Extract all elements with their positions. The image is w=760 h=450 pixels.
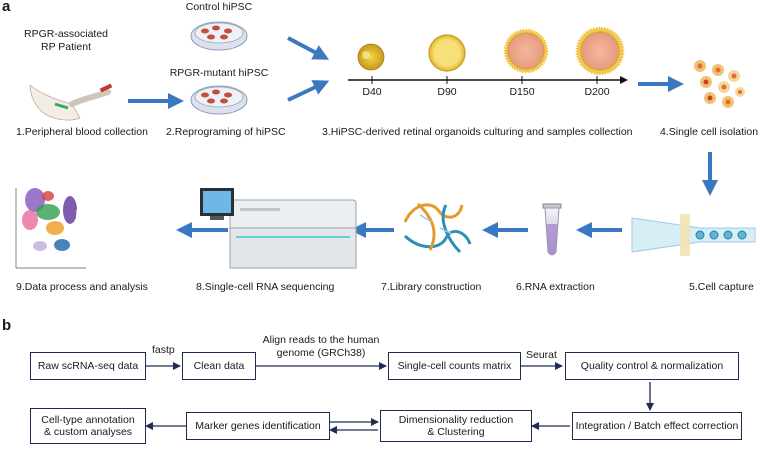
timepoint-d200: D200 <box>584 86 610 98</box>
counts-matrix-box: Single-cell counts matrix <box>388 352 521 380</box>
umap-plot-icon <box>15 188 86 269</box>
arrow-mutant-to-timeline <box>287 80 330 102</box>
single-cells-icon <box>694 60 745 108</box>
step-8-label: 8.Single-cell RNA sequencing <box>196 281 335 293</box>
pipeline-arrows <box>145 362 654 434</box>
organoid-d150-icon <box>503 28 549 74</box>
step-6-label: 6.RNA extraction <box>516 281 595 293</box>
patient-arm-icon <box>29 83 113 121</box>
qc-normalization-box: Quality control & normalization <box>565 352 739 380</box>
organoid-d40-icon <box>357 43 385 71</box>
sequencer-icon <box>200 188 357 269</box>
dna-library-icon <box>403 202 472 254</box>
organoid-d90-icon <box>428 34 466 72</box>
organoid-d200-icon <box>575 26 625 76</box>
step-4-label: 4.Single cell isolation <box>660 126 759 138</box>
step-5-label: 5.Cell capture <box>689 281 754 293</box>
control-hipsc-label: Control hiPSC <box>185 1 253 13</box>
arrow-control-to-timeline <box>287 36 330 60</box>
timepoint-d40: D40 <box>362 86 382 98</box>
annotation-box: Cell-type annotation & custom analyses <box>30 408 146 444</box>
patient-label: RPGR-associated RP Patient <box>23 28 109 53</box>
panel-b-letter: b <box>2 317 12 334</box>
align-label: Align reads to the human genome (GRCh38) <box>262 334 380 359</box>
flow-arrows <box>128 36 718 238</box>
step-9-label: 9.Data process and analysis <box>16 281 148 293</box>
mutant-petri-dish-icon <box>190 85 248 115</box>
timepoint-d150: D150 <box>509 86 535 98</box>
step-7-label: 7.Library construction <box>381 281 482 293</box>
step-2-label: 2.Reprograming of hiPSC <box>166 126 286 138</box>
cell-capture-chip-icon <box>631 214 756 256</box>
clean-data-box: Clean data <box>182 352 256 380</box>
timeline <box>348 76 628 84</box>
seurat-label: Seurat <box>526 349 557 361</box>
raw-scrnaseq-box: Raw scRNA-seq data <box>30 352 146 380</box>
mutant-hipsc-label: RPGR-mutant hiPSC <box>169 67 269 79</box>
panel-a-letter: a <box>2 0 11 15</box>
dimred-clustering-box: Dimensionality reduction & Clustering <box>380 410 532 442</box>
timepoint-d90: D90 <box>437 86 457 98</box>
fastp-label: fastp <box>152 344 175 356</box>
marker-genes-box: Marker genes identification <box>186 412 330 440</box>
integration-box: Integration / Batch effect correction <box>572 412 742 440</box>
rna-tube-icon <box>542 203 562 256</box>
step-3-label: 3.HiPSC-derived retinal organoids cultur… <box>322 126 633 138</box>
step-1-label: 1.Peripheral blood collection <box>16 126 148 138</box>
control-petri-dish-icon <box>190 21 248 51</box>
